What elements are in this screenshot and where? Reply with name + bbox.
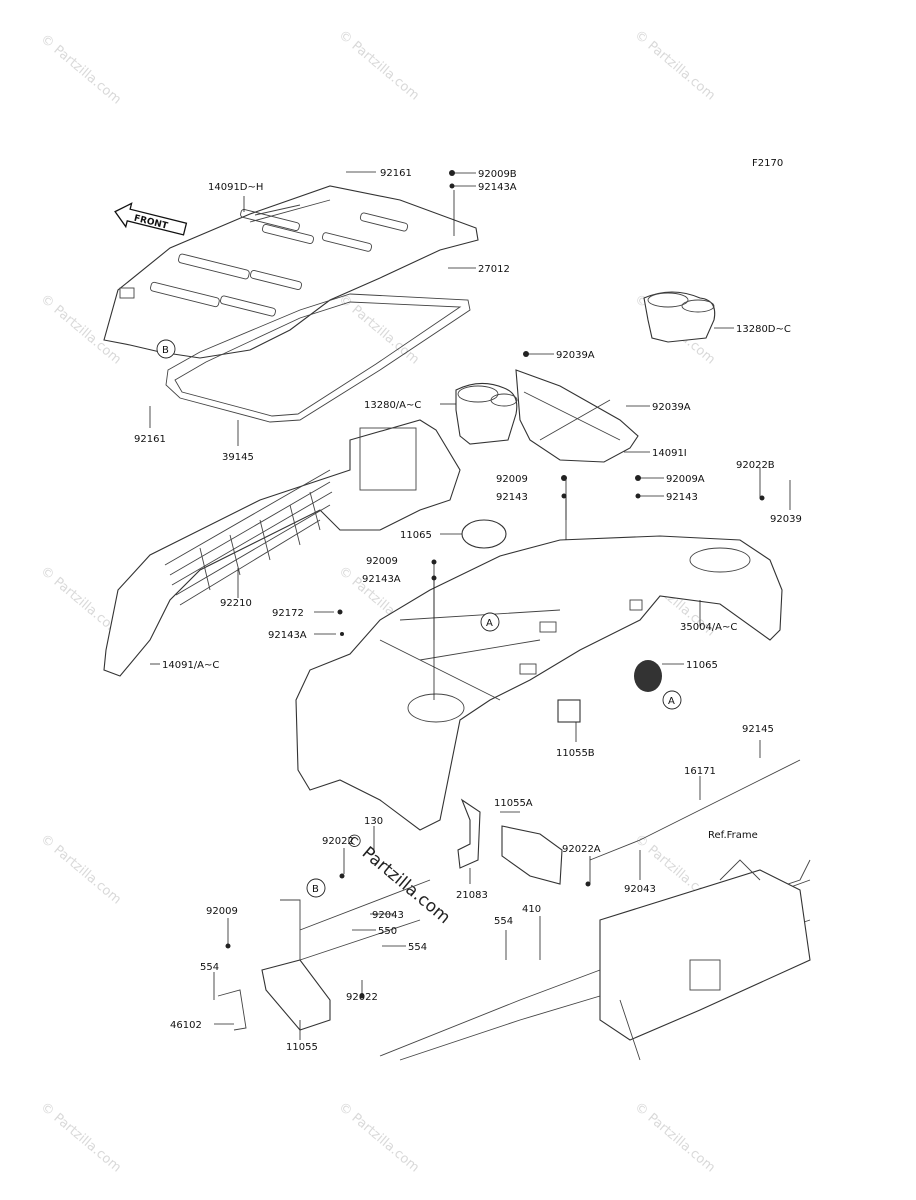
part-label: 92143 (666, 492, 698, 503)
part-label: 11065 (400, 530, 432, 541)
part-label: 92143 (496, 492, 528, 503)
top-cover-drawing (103, 185, 479, 359)
part-label: 92009A (666, 474, 705, 485)
part-label: 92022B (736, 460, 775, 471)
callout-label: B (162, 345, 169, 356)
part-label: 92143A (268, 630, 307, 641)
part-label: 92161 (134, 434, 166, 445)
support-rod-drawing (280, 879, 431, 961)
part-label: 92009B (478, 169, 517, 180)
part-label: 92143A (478, 182, 517, 193)
part-label: 92022A (562, 844, 601, 855)
callout-label: B (312, 884, 319, 895)
front-arrow-icon: FRONT (114, 202, 188, 236)
watermark: © Partzilla.com (37, 32, 123, 108)
part-label: 13280/A~C (364, 400, 421, 411)
grill-disc-drawing (634, 660, 662, 692)
watermark: © Partzilla.com (631, 1100, 717, 1176)
part-label: 92043 (624, 884, 656, 895)
callout-label: A (486, 618, 493, 629)
cap-drawing (461, 519, 507, 549)
grille-drawing (103, 419, 461, 677)
callout-label: A (668, 696, 675, 707)
callout-b-top: B (156, 339, 176, 359)
part-label: 550 (378, 926, 397, 937)
part-label: 92145 (742, 724, 774, 735)
part-label: 92161 (380, 168, 412, 179)
watermark: © Partzilla.com (631, 28, 717, 104)
callout-a-grill: A (662, 690, 682, 710)
part-label: 11055B (556, 748, 595, 759)
part-label: 16171 (684, 766, 716, 777)
tray-drawing (515, 369, 639, 463)
watermark: © Partzilla.com (37, 832, 123, 908)
seal-drawing (165, 293, 471, 423)
part-label: 92039A (652, 402, 691, 413)
part-label: 410 (522, 904, 541, 915)
rod-drawing (589, 759, 801, 861)
part-label: 92039 (770, 514, 802, 525)
callout-a-fender: A (480, 612, 500, 632)
part-label: 27012 (478, 264, 510, 275)
part-label: 92009 (366, 556, 398, 567)
ref-frame-label: Ref.Frame (708, 830, 758, 841)
part-label: 92009 (206, 906, 238, 917)
part-label: 14091D~H (208, 182, 263, 193)
part-label: 92043 (372, 910, 404, 921)
part-label: 14091/A~C (162, 660, 219, 671)
watermark: © Partzilla.com (37, 1100, 123, 1176)
part-label: 92022 (322, 836, 354, 847)
fastener-dots (225, 170, 765, 999)
part-label: 39145 (222, 452, 254, 463)
part-label: 13280D~C (736, 324, 791, 335)
part-label: 11055 (286, 1042, 318, 1053)
part-label: 92009 (496, 474, 528, 485)
part-label: 554 (494, 916, 513, 927)
part-label: 92039A (556, 350, 595, 361)
part-label: 14091I (652, 448, 687, 459)
part-label: 92172 (272, 608, 304, 619)
frame-drawing (379, 859, 811, 1061)
part-label: 46102 (170, 1020, 202, 1031)
part-label: 35004/A~C (680, 622, 737, 633)
part-label: 92143A (362, 574, 401, 585)
part-label: 11065 (686, 660, 718, 671)
cup-holder-left-drawing (455, 382, 518, 445)
watermark: © Partzilla.com (335, 1100, 421, 1176)
watermark: © Partzilla.com (335, 28, 421, 104)
part-label: 21083 (456, 890, 488, 901)
diagram-code: F2170 (752, 158, 783, 169)
bracket-lower-drawing (261, 959, 331, 1031)
fender-drawing (295, 535, 783, 831)
part-label: 554 (200, 962, 219, 973)
leader-lines (149, 171, 791, 1040)
part-label: 554 (408, 942, 427, 953)
part-label: 92210 (220, 598, 252, 609)
part-label: 11055A (494, 798, 533, 809)
part-drawings (103, 185, 811, 1061)
bracket-21083-drawing (457, 798, 481, 869)
bracket-b-drawing (557, 699, 581, 723)
callout-b-lower: B (306, 878, 326, 898)
part-label: 130 (364, 816, 383, 827)
cup-holder-right-drawing (643, 291, 716, 343)
bracket-11055a-drawing (501, 825, 563, 885)
